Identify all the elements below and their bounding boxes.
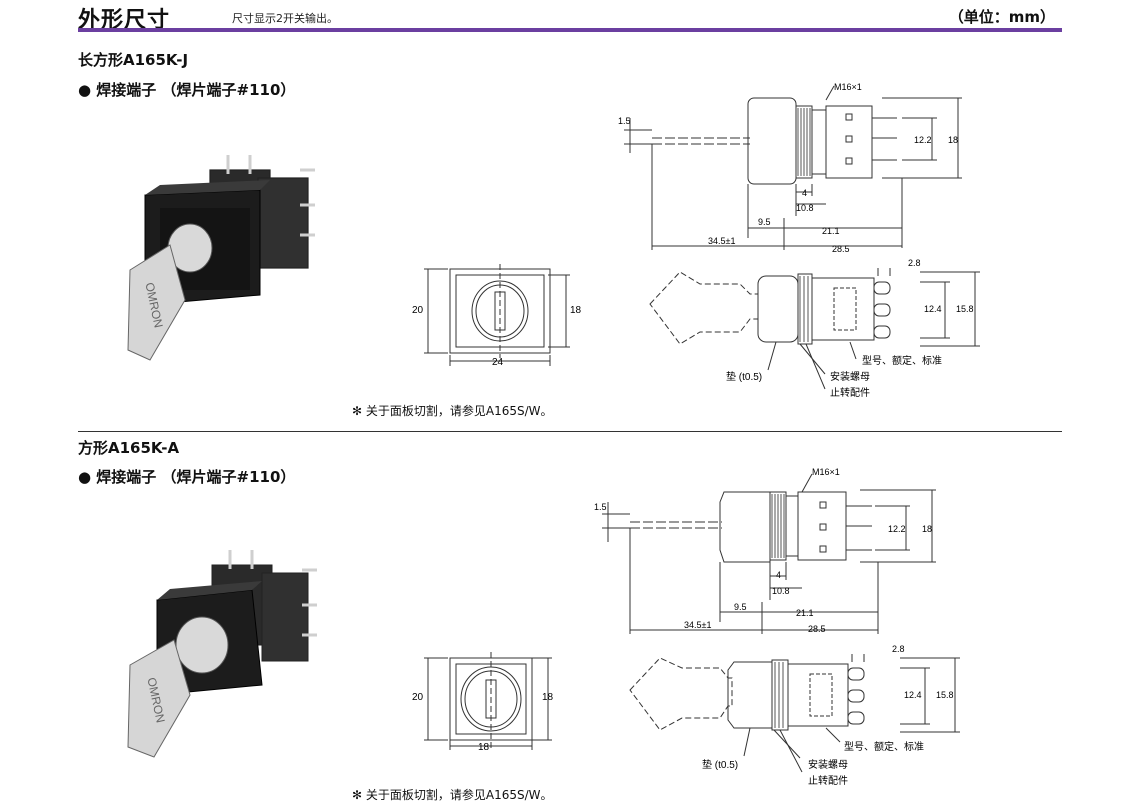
page-subtitle: 尺寸显示2开关输出。 [232,12,338,25]
dim-18: 18 [922,524,932,534]
front-width-dim: 24 [492,357,504,368]
dim-34-5: 34.5±1 [684,620,711,630]
dim-12-2: 12.2 [914,135,932,145]
model-rating-label: 型号、额定、标准 [844,740,924,753]
gasket-label: 垫 (t0.5) [726,370,762,383]
anti-rotation-label: 止转配件 [808,774,848,787]
gasket-label: 垫 (t0.5) [702,758,738,771]
top-view-a165k-a: 2.8 12.4 15.8 型号、额定、标准 垫 (t0.5) 安装螺母 止转配… [629,644,960,787]
front-view-a165k-a: 20 18 18 [412,652,554,753]
dim-10-8: 10.8 [796,203,814,213]
front-width-dim: 18 [478,742,490,753]
front-height-left-dim: 20 [412,305,424,316]
unit-label: （单位：mm） [948,8,1055,26]
front-height-right-dim: 18 [542,692,554,703]
thread-label: M16×1 [834,82,862,92]
header-rule [78,28,1062,32]
product-photo-a165k-j: OMRON [127,155,315,361]
dim-2-8: 2.8 [892,644,905,654]
dim-12-4: 12.4 [904,690,922,700]
front-view-a165k-j: 20 18 24 [412,264,582,368]
front-height-left-dim: 20 [412,692,424,703]
terminal-type-label: ● 焊接端子 （焊片端子#110） [78,81,296,99]
dim-1-5: 1.5 [594,502,607,512]
panel-cutout-note: ✻ 关于面板切割，请参见A165S/W。 [352,404,553,418]
product-photo-a165k-a: OMRON [127,550,317,758]
dim-34-5: 34.5±1 [708,236,735,246]
dim-4: 4 [802,188,807,198]
panel-cutout-note: ✻ 关于面板切割，请参见A165S/W。 [352,788,553,802]
section-title-a165k-a: 方形A165K-A [78,439,180,457]
dim-21-1: 21.1 [796,608,814,618]
mounting-nut-label: 安装螺母 [808,758,848,771]
dim-28-5: 28.5 [808,624,826,634]
dim-9-5: 9.5 [734,602,747,612]
dim-12-2: 12.2 [888,524,906,534]
dim-10-8: 10.8 [772,586,790,596]
dim-28-5: 28.5 [832,244,850,254]
side-view-a165k-a: M16×1 1.5 12.2 18 4 10.8 9.5 21.1 34.5±1… [594,467,936,634]
dim-21-1: 21.1 [822,226,840,236]
top-view-a165k-j: 2.8 12.4 15.8 型号、额定、标准 垫 (t0.5) 安装螺母 止转配… [649,258,980,399]
anti-rotation-label: 止转配件 [830,386,870,399]
model-rating-label: 型号、额定、标准 [862,354,942,367]
section-title-a165k-j: 长方形A165K-J [78,51,189,69]
dim-4: 4 [776,570,781,580]
thread-label: M16×1 [812,467,840,477]
section-divider [78,431,1062,432]
dim-15-8: 15.8 [956,304,974,314]
dim-2-8: 2.8 [908,258,921,268]
dim-1-5: 1.5 [618,116,631,126]
side-view-a165k-j: M16×1 1.5 12.2 18 4 10.8 9.5 21.1 34.5±1… [618,82,962,254]
dim-18: 18 [948,135,958,145]
dim-12-4: 12.4 [924,304,942,314]
mounting-nut-label: 安装螺母 [830,370,870,383]
dim-15-8: 15.8 [936,690,954,700]
dim-9-5: 9.5 [758,217,771,227]
terminal-type-label: ● 焊接端子 （焊片端子#110） [78,468,296,486]
front-height-right-dim: 18 [570,305,582,316]
